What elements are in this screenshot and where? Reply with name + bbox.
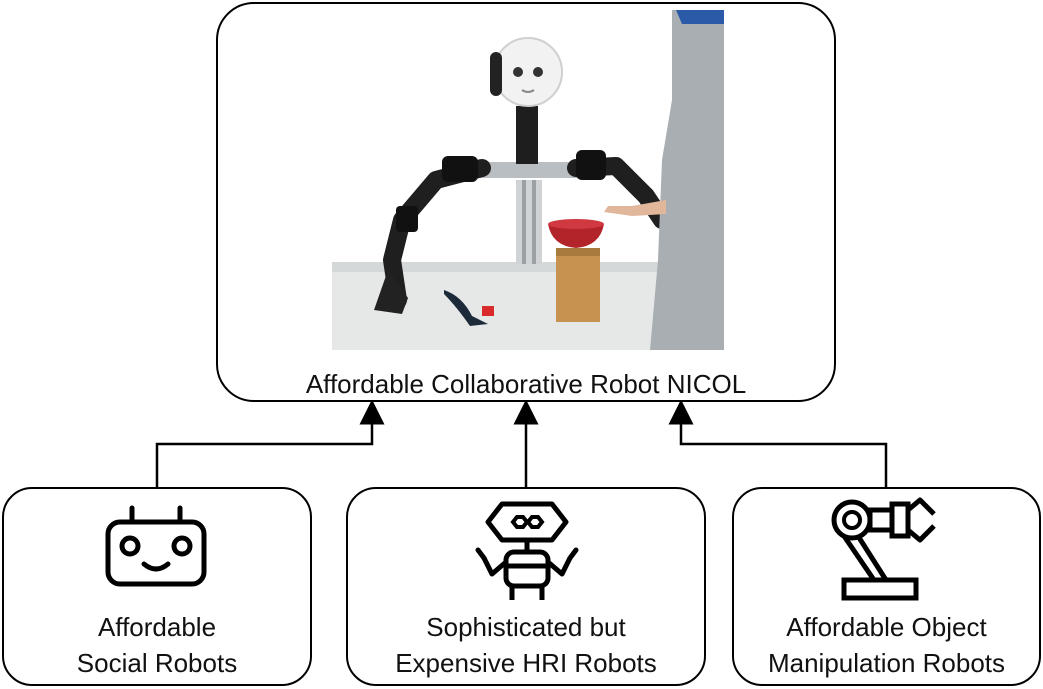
arrow-manip-to-nicol bbox=[668, 399, 888, 487]
hri-robots-label-line2: Expensive HRI Robots bbox=[395, 648, 657, 678]
nicol-robot-photo bbox=[332, 10, 724, 350]
hri-robots-label-line1: Sophisticated but bbox=[426, 612, 626, 642]
social-robots-label: Affordable Social Robots bbox=[4, 609, 310, 681]
manipulation-robots-box: Affordable Object Manipulation Robots bbox=[732, 487, 1041, 686]
robot-arm-icon bbox=[831, 497, 936, 601]
arrow-social-to-nicol bbox=[155, 399, 385, 487]
hri-robots-label: Sophisticated but Expensive HRI Robots bbox=[348, 609, 704, 681]
nicol-label: Affordable Collaborative Robot NICOL bbox=[305, 369, 747, 399]
manipulation-robots-label-line1: Affordable Object bbox=[786, 612, 987, 642]
social-robots-label-line2: Social Robots bbox=[76, 648, 238, 678]
manipulation-robots-label: Affordable Object Manipulation Robots bbox=[734, 609, 1039, 681]
social-robot-face-icon bbox=[105, 505, 207, 587]
manipulation-robots-label-line2: Manipulation Robots bbox=[767, 648, 1006, 678]
humanoid-robot-icon bbox=[475, 501, 579, 600]
social-robots-label-line1: Affordable bbox=[97, 612, 217, 642]
